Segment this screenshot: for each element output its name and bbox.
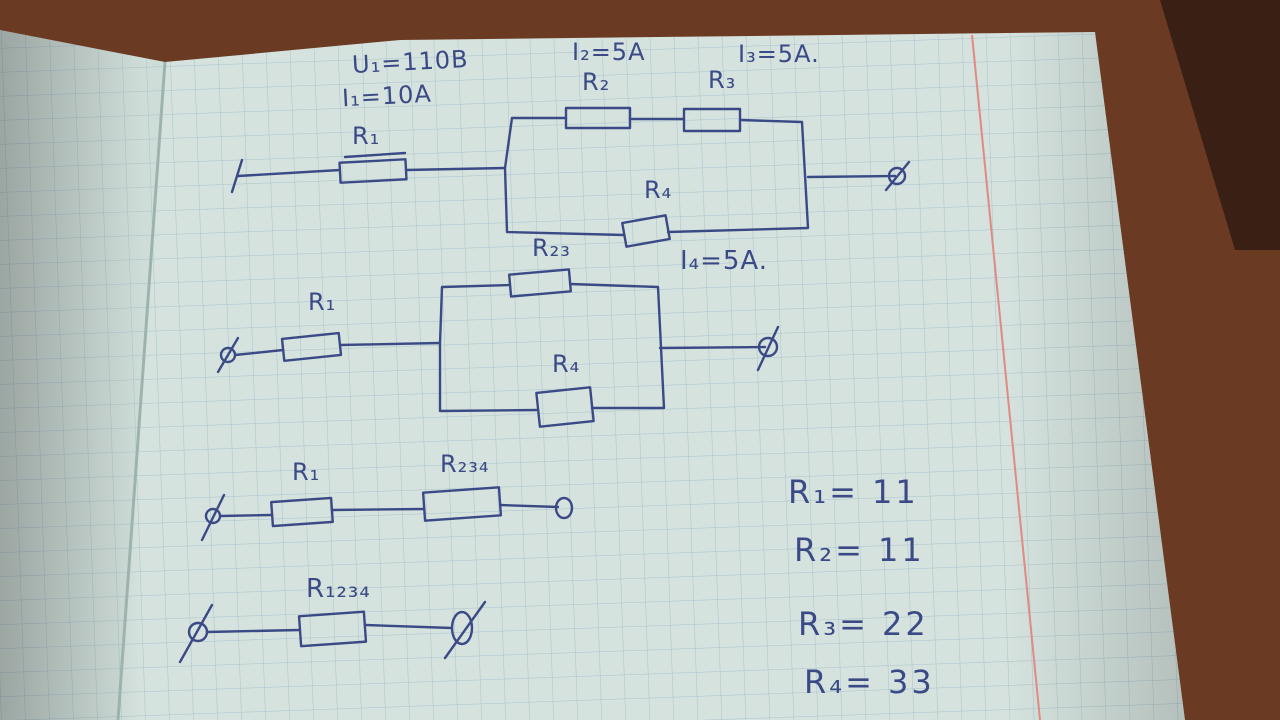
- terminal-mark: [756, 325, 780, 372]
- terminal-mark: [216, 336, 240, 374]
- terminal: [887, 166, 907, 186]
- terminal: [450, 610, 474, 646]
- resistor-r1234: [297, 610, 368, 648]
- wire: [503, 116, 810, 237]
- page-shading: [0, 30, 1185, 720]
- resistor-r1: [338, 158, 408, 184]
- wire: [806, 174, 897, 179]
- terminal-mark: [884, 160, 911, 192]
- margin-line: [971, 34, 1041, 720]
- resistor-r23: [507, 268, 573, 298]
- circuit-4: [178, 600, 487, 664]
- terminal: [554, 496, 574, 520]
- resistor-r2: [564, 106, 632, 130]
- terminal-mark: [200, 493, 226, 542]
- resistor-r1: [280, 331, 343, 363]
- circuit-3: [200, 486, 574, 542]
- resistor-r1: [270, 496, 334, 528]
- page-fold: [116, 61, 167, 720]
- pen-shadow: [1160, 0, 1280, 250]
- circuit-2: [216, 268, 780, 428]
- wire: [658, 345, 767, 350]
- resistor-r4: [535, 386, 595, 428]
- terminal-mark: [443, 600, 487, 660]
- wire: [218, 503, 560, 518]
- resistor-mark: [343, 151, 407, 159]
- wire: [205, 623, 454, 634]
- wire: [236, 166, 507, 178]
- terminal-mark: [178, 603, 214, 664]
- circuit-1: [230, 106, 911, 248]
- wire: [233, 341, 442, 357]
- resistor-r234: [421, 486, 503, 522]
- resistor-r3: [682, 107, 742, 133]
- terminal: [757, 336, 779, 358]
- resistor-r4: [621, 214, 671, 248]
